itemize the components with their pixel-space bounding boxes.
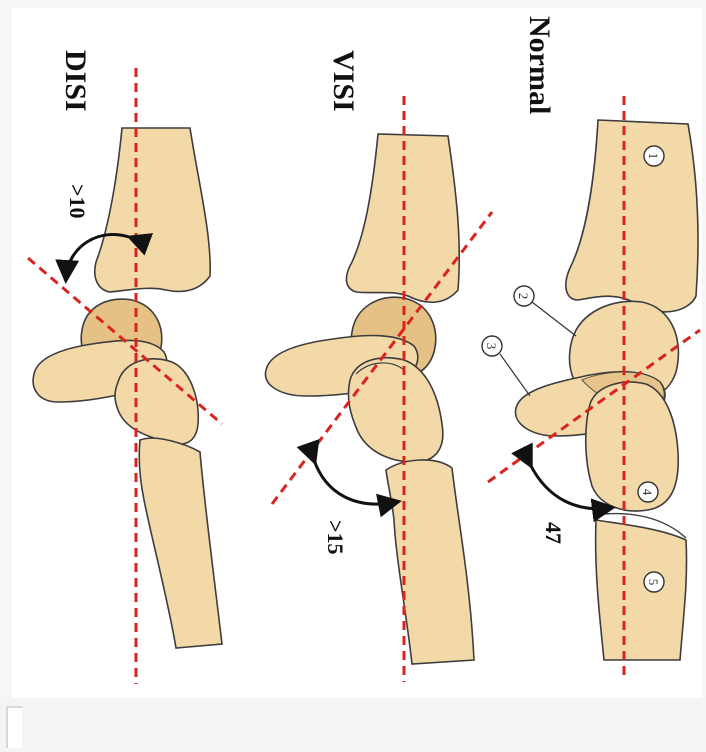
svg-text:4: 4 bbox=[640, 489, 655, 496]
marker-3: 3 bbox=[482, 336, 530, 396]
angle-arc bbox=[314, 460, 396, 504]
marker-5: 5 bbox=[644, 572, 664, 592]
radius-bone bbox=[95, 128, 210, 292]
angle-label-disi: >10 bbox=[65, 184, 90, 219]
svg-text:5: 5 bbox=[646, 579, 661, 586]
capitate-bone bbox=[115, 359, 198, 444]
metacarpal-bone bbox=[139, 438, 222, 648]
svg-text:3: 3 bbox=[484, 343, 499, 350]
footer-edge-mark bbox=[6, 706, 22, 748]
svg-text:1: 1 bbox=[646, 153, 661, 160]
panel-title-visi: VISI bbox=[327, 50, 360, 112]
angle-label-normal: 47 bbox=[541, 522, 566, 544]
marker-1: 1 bbox=[644, 146, 664, 166]
panel-normal: 47 Normal 1 2 3 4 bbox=[482, 16, 700, 680]
svg-text:2: 2 bbox=[516, 293, 531, 300]
panel-title-disi: DISI bbox=[59, 50, 92, 112]
panel-title-normal: Normal bbox=[523, 16, 556, 114]
radius-bone bbox=[566, 120, 698, 312]
panel-visi: >15 VISI bbox=[265, 50, 492, 682]
panel-disi: >10 DISI bbox=[28, 50, 222, 684]
angle-label-visi: >15 bbox=[323, 520, 348, 555]
capitate-bone bbox=[348, 358, 442, 462]
footer-strip bbox=[0, 698, 706, 752]
metacarpal-bone bbox=[386, 460, 474, 664]
marker-4: 4 bbox=[638, 482, 658, 502]
metacarpal-bone bbox=[596, 520, 687, 660]
